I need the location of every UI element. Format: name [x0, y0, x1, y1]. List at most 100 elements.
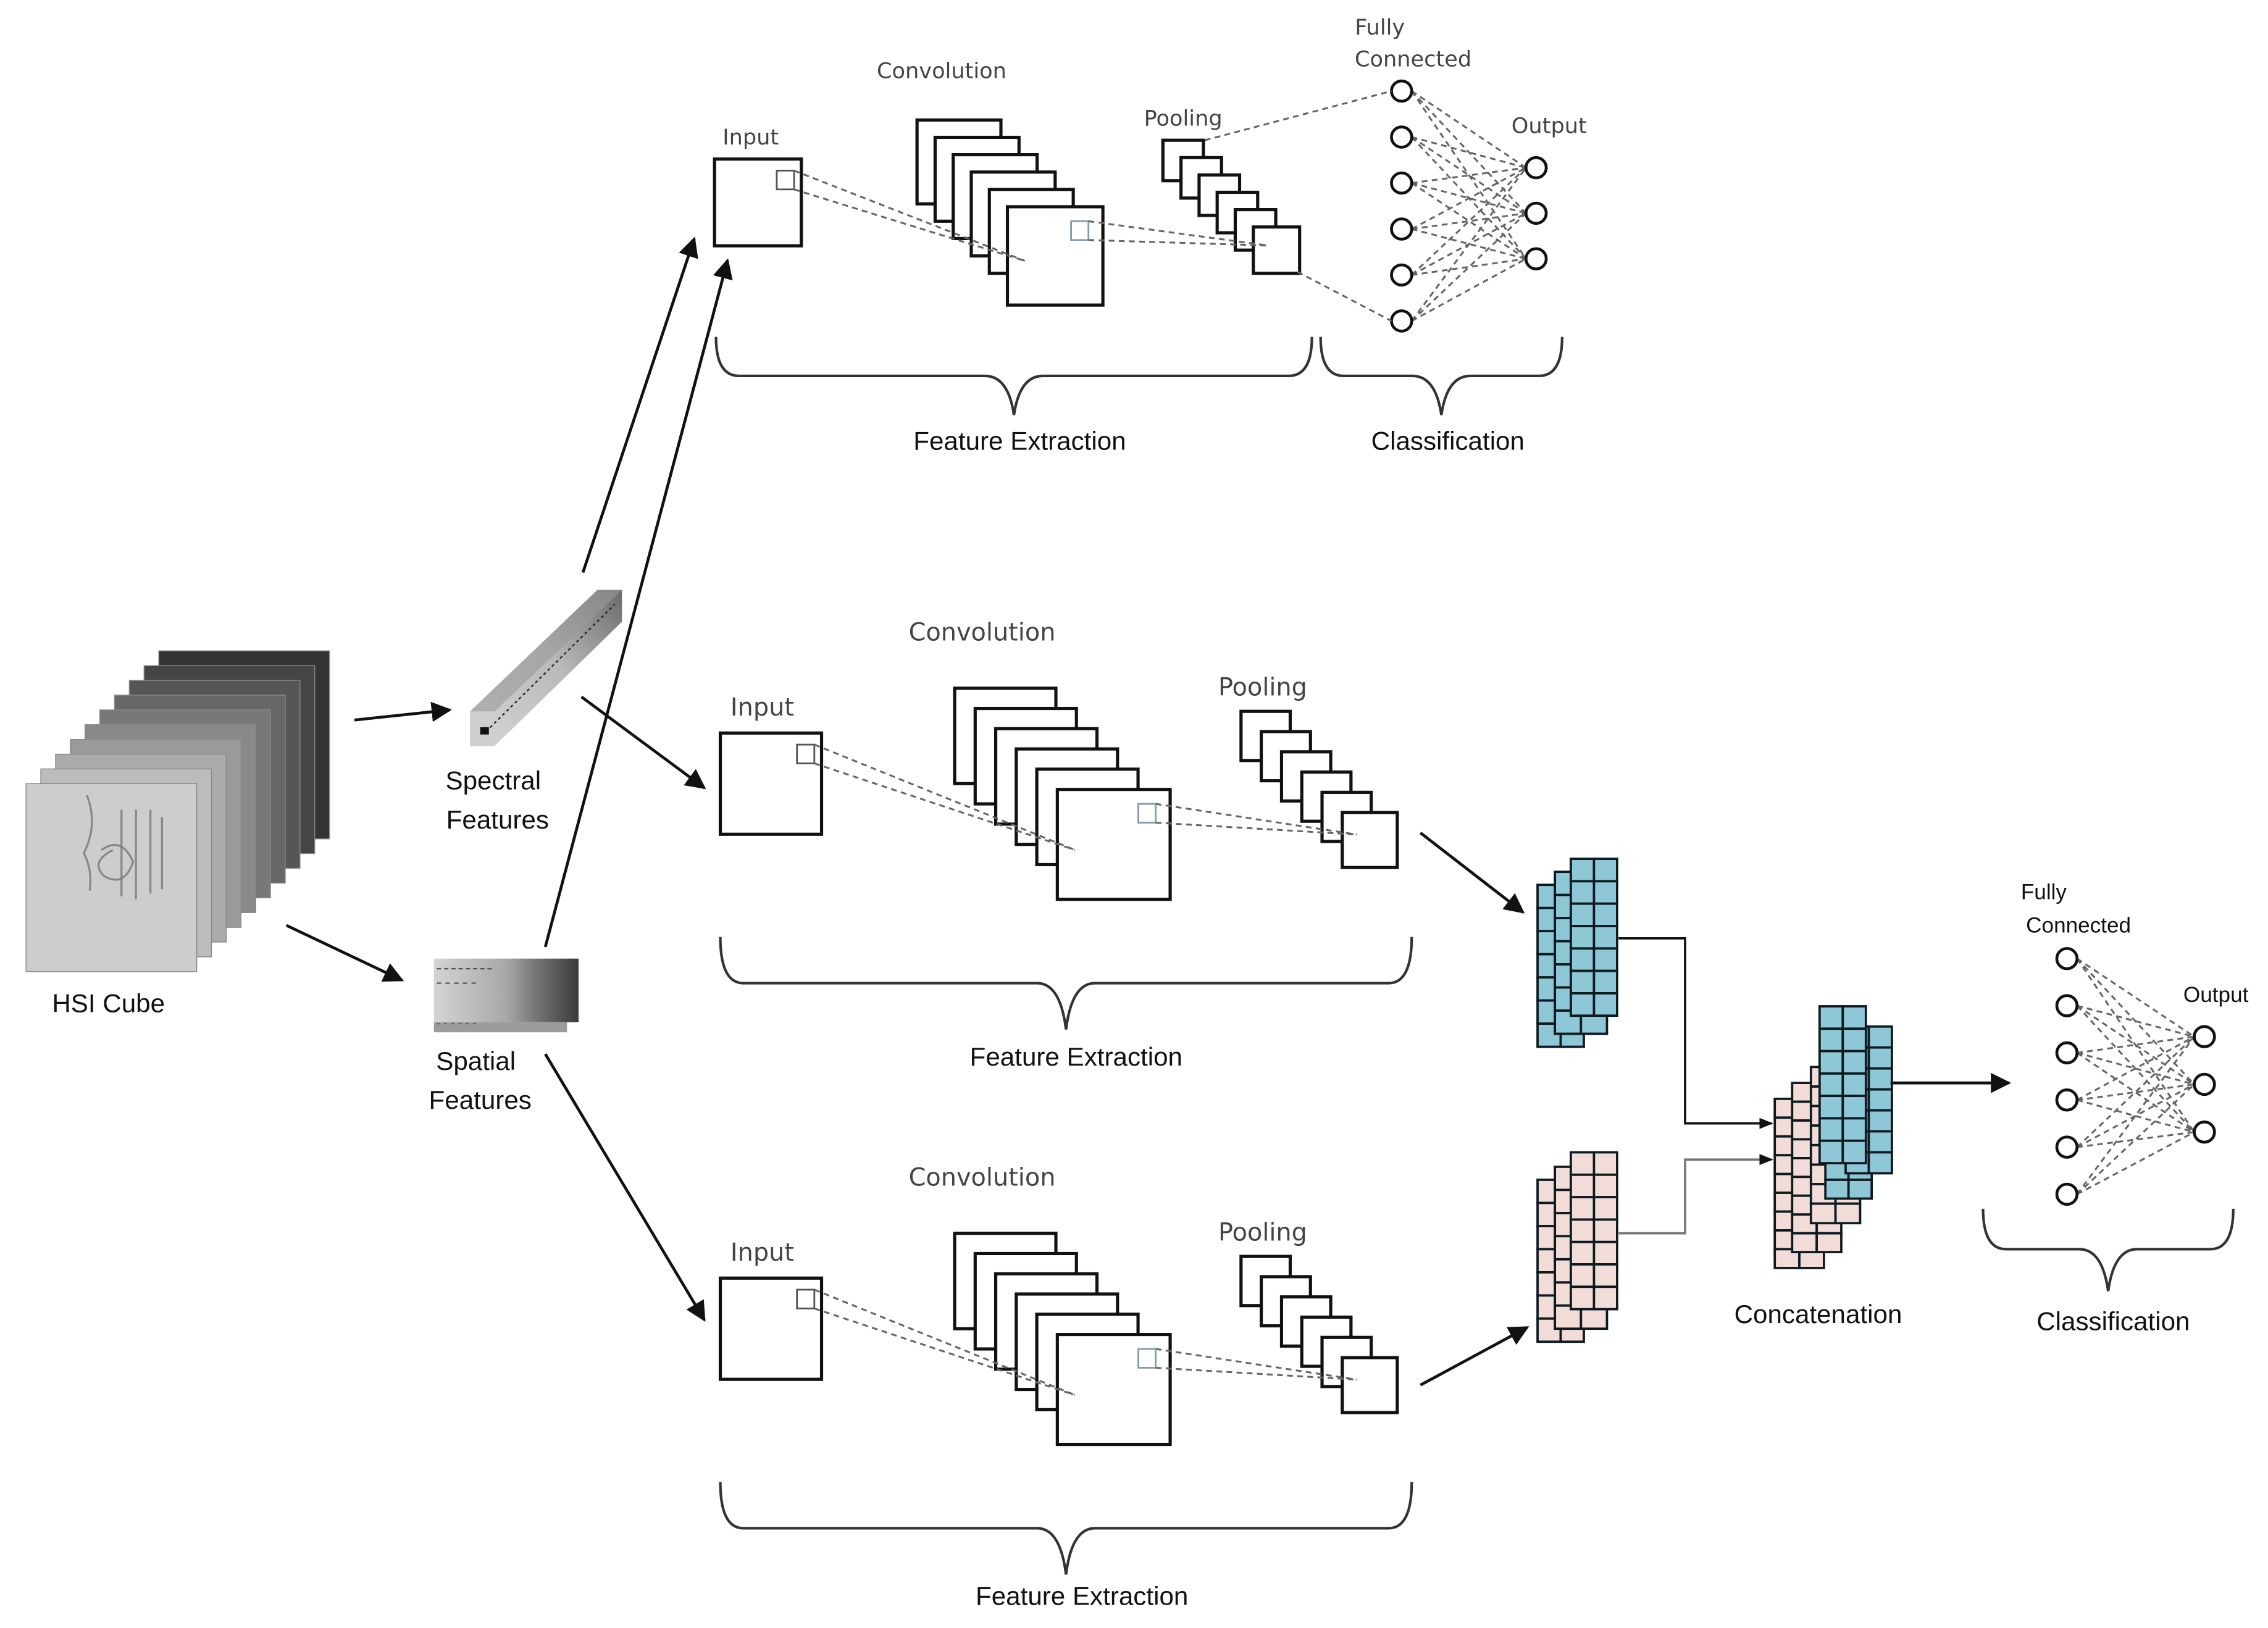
spatial-map-cell	[1570, 1263, 1596, 1288]
bottom-pooling-label: Pooling	[1218, 1218, 1307, 1246]
concat-map-cell	[1818, 1095, 1844, 1120]
fc-neuron	[1390, 309, 1413, 333]
concat-map-cell	[1791, 1232, 1818, 1253]
middle-feature-extraction-label: Feature Extraction	[970, 1042, 1182, 1071]
spectral-label-line1: Spectral	[445, 766, 541, 795]
fc-connection	[1411, 212, 1527, 322]
pooling-field-line	[1155, 1366, 1357, 1381]
fc-connection	[1412, 257, 1526, 276]
spectral-map-cell	[1570, 969, 1596, 995]
fc-neuron	[1390, 217, 1413, 241]
concat-map-cell	[1818, 1117, 1844, 1142]
concat-map-cell	[1818, 1005, 1844, 1030]
hsi-slice-texture	[83, 795, 93, 891]
hsi-cube-label: HSI Cube	[52, 988, 165, 1017]
spatial-map-cell	[1570, 1151, 1596, 1176]
fc-connection	[2077, 1083, 2195, 1101]
concat-map-cell	[1867, 1109, 1893, 1133]
input-kernel-window	[796, 1288, 816, 1309]
convolution-feature-map	[1055, 1333, 1172, 1446]
spectral-map-cell	[1592, 969, 1618, 995]
spectral-map-layer	[1570, 858, 1618, 1017]
output-neuron	[2193, 1072, 2216, 1096]
input-kernel-window	[776, 169, 795, 191]
spectral-map-cell	[1570, 992, 1596, 1017]
feature-extraction-brace	[719, 937, 1413, 1030]
pooling-field-line	[1155, 1348, 1357, 1381]
concat-map-cell	[1815, 1232, 1843, 1253]
receptive-field-line	[814, 1288, 1076, 1396]
fc-connection	[2076, 1052, 2195, 1133]
pooling-to-fc-line	[1297, 270, 1392, 322]
arrow-cube-to-spatial	[285, 924, 404, 982]
output-neuron	[2193, 1025, 2216, 1048]
middle-pooling-label: Pooling	[1218, 673, 1307, 701]
top-input-label: Input	[722, 125, 779, 150]
fc-connection	[2077, 1035, 2195, 1101]
fusion-fc-label-line1: Fully	[2021, 880, 2067, 904]
concat-map-cell	[1834, 1202, 1862, 1225]
output-neuron	[2193, 1120, 2216, 1144]
spectral-map-cell	[1592, 880, 1618, 905]
classification-brace	[1981, 1208, 2235, 1292]
concat-map-cell	[1867, 1151, 1893, 1175]
spectral-map-cell	[1592, 902, 1618, 927]
input-feature-map	[718, 1276, 824, 1381]
spatial-map-cell	[1570, 1285, 1596, 1311]
concat-map-cell	[1818, 1027, 1844, 1053]
branch-bottom: Input Convolution Pooling Feature Extrac…	[718, 1163, 1413, 1611]
spectral-map-cell	[1592, 925, 1618, 950]
branch-top: Input Convolution Pooling Fully Connecte…	[713, 15, 1587, 455]
concat-map-cell	[1818, 1072, 1844, 1098]
spectral-map-cell	[1554, 1009, 1583, 1035]
fc-connection	[1411, 257, 1527, 322]
output-neuron	[1524, 247, 1548, 270]
spectral-label-line2: Features	[446, 805, 549, 834]
concat-map-cell	[1867, 1025, 1893, 1049]
fc-connection	[2077, 1131, 2195, 1195]
fusion-classifier: Fully Connected Output Classification	[1981, 880, 2249, 1336]
arrow-bottom-to-spatial-maps	[1420, 1325, 1529, 1387]
spatial-map-cell	[1592, 1240, 1618, 1266]
top-feature-extraction-label: Feature Extraction	[913, 426, 1126, 455]
concat-map-cell	[1867, 1046, 1893, 1070]
fc-neuron	[2055, 1088, 2079, 1112]
concatenation-label: Concatenation	[1734, 1300, 1902, 1329]
top-classification-label: Classification	[1371, 426, 1525, 455]
spatial-map-cell	[1592, 1285, 1618, 1311]
concat-map-cell	[1841, 1027, 1867, 1053]
convolution-feature-map	[1055, 788, 1172, 901]
arrow-spatial-to-top	[543, 258, 733, 948]
fc-neuron	[1390, 171, 1413, 195]
concat-map-layer	[1818, 1005, 1867, 1164]
receptive-field-line	[814, 743, 1076, 851]
concat-map-cell	[1867, 1067, 1893, 1091]
spectral-map-cell	[1570, 902, 1596, 927]
input-kernel-window	[796, 743, 816, 764]
spatial-map-layer	[1570, 1151, 1618, 1311]
spectral-map-cell	[1592, 992, 1618, 1017]
concat-map-cell	[1841, 1117, 1867, 1142]
fc-connection	[1411, 167, 1527, 322]
branch-middle: Input Convolution Pooling Feature Extrac…	[718, 618, 1413, 1071]
bottom-convolution-label: Convolution	[909, 1163, 1056, 1192]
spatial-map-cell	[1592, 1151, 1618, 1176]
fc-connection	[2076, 1036, 2195, 1148]
input-feature-map	[718, 731, 824, 836]
spatial-map-cell	[1592, 1218, 1618, 1243]
fusion-output-label: Output	[2183, 983, 2249, 1007]
spatial-map-cell	[1570, 1196, 1596, 1221]
pooling-feature-map	[1252, 225, 1302, 275]
spectral-map-cell	[1570, 858, 1596, 883]
pooling-feature-map	[1341, 811, 1399, 869]
fc-connection	[1411, 167, 1527, 276]
concat-map-cell	[1809, 1202, 1837, 1225]
classification-brace	[1319, 336, 1563, 415]
top-pooling-label: Pooling	[1144, 106, 1223, 131]
concat-map-cell	[1847, 1179, 1873, 1200]
pooling-feature-map	[1341, 1356, 1399, 1414]
concat-map-cell	[1841, 1139, 1867, 1164]
spatial-label-line1: Spatial	[436, 1046, 516, 1075]
fc-connection	[1410, 90, 1527, 260]
fc-connection	[1411, 90, 1527, 214]
